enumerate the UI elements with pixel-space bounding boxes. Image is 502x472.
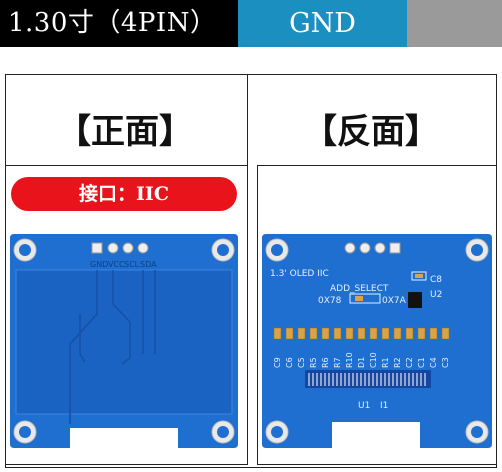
component-pad [369,327,378,340]
component-pad [429,327,438,340]
component-label: C2 [405,357,414,368]
silk-u1: U1 [358,401,370,411]
component-label: R10 [345,352,354,368]
component-label: C10 [369,352,378,368]
component-label: C9 [273,357,282,368]
silk-addr-a: 0X78 [318,296,342,306]
component-pad [417,327,426,340]
component-pad [441,327,450,340]
interface-badge: 接口：IIC [11,177,237,211]
component-pad [357,327,366,340]
silk-model: 1.3' OLED IIC [270,269,329,279]
component-pad [381,327,390,340]
back-heading: 【反面】 [303,112,439,152]
pin-label-sda: SDA [140,260,157,269]
silk-i1: I1 [380,401,388,411]
component-label: R1 [381,357,390,368]
component-label: C5 [297,357,306,368]
product-title: 1.30寸（4PIN） [0,0,238,47]
front-heading: 【正面】 [57,112,193,152]
fpc-contacts [308,373,426,386]
pin-label-scl: SCL [124,260,140,269]
front-board: GND VCC SCL SDA [10,234,238,448]
silk-addr-b: 0X7A [382,296,407,306]
component-label: R5 [309,357,318,368]
component-label: C3 [441,357,450,368]
component-pad [297,327,306,340]
back-frame [257,165,497,465]
component-label: R6 [321,357,330,368]
silk-add-select: ADD_SELECT [330,284,389,294]
component-label: D1 [357,357,366,368]
component-label: R2 [393,357,402,368]
back-pads [273,327,450,340]
component-pad [321,327,330,340]
component-pad [285,327,294,340]
pin-label-vcc: VCC [108,260,125,269]
component-pad [333,327,342,340]
component-pad [405,327,414,340]
pin-label: GND [238,0,407,47]
component-label: C6 [285,357,294,368]
pin-label-gnd: GND [90,260,108,269]
header-bar: 1.30寸（4PIN） GND [0,0,502,47]
component-pad [345,327,354,340]
component-label: C1 [417,357,426,368]
component-label: C4 [429,357,438,368]
panel-divider [247,74,248,165]
header-gray-block [407,0,502,47]
component-pad [393,327,402,340]
back-board: 1.3' OLED IIC ADD_SELECT 0X78 0X7A U2 C8… [262,234,492,448]
front-frame [5,165,248,465]
component-label: R7 [333,357,342,368]
component-pad [309,327,318,340]
silk-c8: C8 [430,275,442,285]
silk-u2: U2 [430,290,442,300]
component-pad [273,327,282,340]
